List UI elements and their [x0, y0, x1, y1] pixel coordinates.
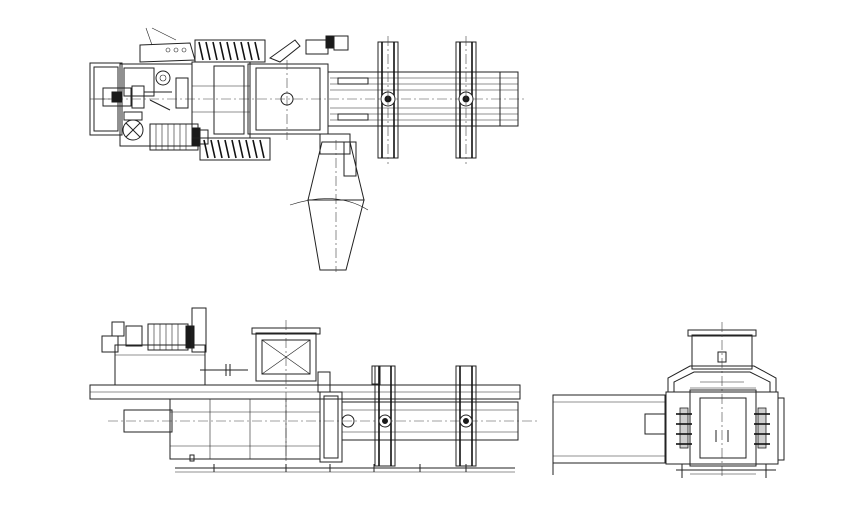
plan-motor — [149, 123, 209, 151]
plan-roller-top — [194, 39, 266, 63]
side-tension-frame-1 — [371, 365, 396, 467]
side-hopper — [200, 320, 321, 470]
side-elevation — [89, 307, 540, 473]
plan-discharge-chute — [289, 133, 369, 272]
plan-hopper — [247, 35, 349, 140]
side-bale-chamber — [341, 401, 519, 441]
end-bale-chamber — [552, 394, 666, 475]
plan-bale-chamber — [327, 71, 519, 127]
plan-press-body — [191, 61, 251, 139]
end-hopper — [687, 322, 757, 478]
end-elevation — [552, 322, 785, 478]
plan-hydraulic-unit — [102, 63, 193, 147]
plan-view — [89, 27, 525, 272]
plan-tension-frame-2 — [455, 36, 477, 164]
end-yoke-frame — [665, 365, 779, 467]
end-side-clamps — [676, 397, 785, 461]
plan-control-box — [139, 27, 196, 63]
plan-roller-bottom — [199, 137, 271, 161]
side-tension-frame-2 — [455, 365, 477, 467]
plan-tension-frame-1 — [377, 36, 399, 164]
side-motor — [147, 307, 207, 353]
end-base — [676, 464, 776, 478]
side-base-frame — [175, 454, 515, 473]
